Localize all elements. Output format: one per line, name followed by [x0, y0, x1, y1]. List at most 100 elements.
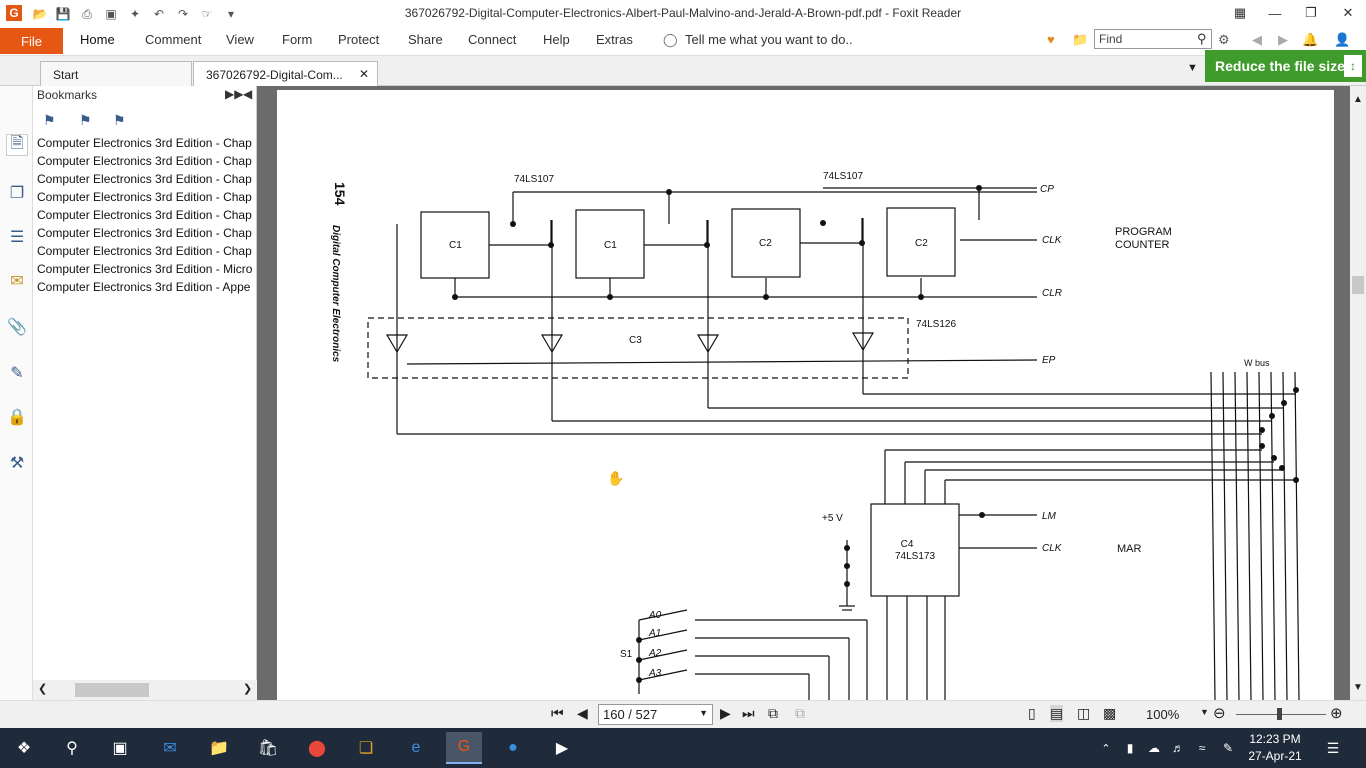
next-page-icon[interactable]: ▶	[720, 705, 731, 721]
close-tab-icon[interactable]: ✕	[358, 67, 369, 81]
find-input[interactable]: Find	[1094, 29, 1212, 49]
bookmark-item[interactable]: Computer Electronics 3rd Edition - Chap	[37, 208, 252, 222]
cloud-icon[interactable]: ☁	[1148, 741, 1160, 755]
bookmarks-hscrollbar[interactable]: ❮ ❯	[33, 680, 257, 700]
tabs-dropdown-icon[interactable]: ▼	[1187, 62, 1198, 74]
file-explorer-icon[interactable]: 📁	[209, 740, 229, 757]
close-window-button[interactable]: ✕	[1342, 5, 1354, 20]
store-icon[interactable]: 🛍	[257, 740, 279, 757]
hand-tool-icon[interactable]: ☞	[201, 7, 213, 21]
zoom-level[interactable]: 100%	[1146, 707, 1180, 722]
mail-icon[interactable]: ✉	[163, 740, 177, 757]
zoom-dropdown-icon[interactable]: ▼	[1200, 707, 1209, 717]
tell-me-search[interactable]: Tell me what you want to do..	[685, 32, 853, 47]
continuous-facing-icon[interactable]: ▩	[1103, 705, 1117, 721]
scroll-left-icon[interactable]: ❮	[38, 683, 48, 695]
bookmark-item[interactable]: Computer Electronics 3rd Edition - Chap	[37, 226, 252, 240]
facing-page-icon[interactable]: ◫	[1077, 705, 1091, 721]
user-icon[interactable]: 👤	[1334, 32, 1351, 47]
hscroll-thumb[interactable]	[75, 683, 149, 697]
tab-comment[interactable]: Comment	[145, 32, 202, 47]
chrome-icon[interactable]: ⬤	[308, 740, 326, 757]
folder-search-icon[interactable]: 📁	[1072, 32, 1089, 47]
tab-view[interactable]: View	[226, 32, 254, 47]
scroll-down-icon[interactable]: ▼	[1353, 682, 1363, 693]
zoom-in-icon[interactable]: ⊕	[1330, 705, 1343, 722]
security-lock-icon[interactable]: 🔒	[7, 409, 27, 426]
tab-share[interactable]: Share	[408, 32, 443, 47]
volume-icon[interactable]: ♬	[1172, 741, 1184, 755]
bookmark-item[interactable]: Computer Electronics 3rd Edition - Chap	[37, 154, 252, 168]
delete-bookmark-icon[interactable]: ⚑	[43, 112, 56, 128]
customize-arrow-icon[interactable]: ▾	[227, 7, 235, 21]
heart-icon[interactable]: ♥	[1047, 32, 1055, 47]
save-icon[interactable]: 💾	[55, 7, 71, 21]
pen-icon[interactable]: ✎	[1222, 741, 1234, 755]
foxit-taskbar-icon[interactable]: G	[446, 732, 482, 764]
collapse-panel-icon[interactable]: ◀	[243, 87, 253, 101]
minimize-button[interactable]: —	[1268, 5, 1282, 21]
add-bookmark-icon[interactable]: ⚑	[79, 112, 92, 128]
redo-icon[interactable]: ↷	[177, 7, 189, 21]
task-view-icon[interactable]: ▣	[112, 740, 128, 757]
prev-page-icon[interactable]: ◀	[577, 705, 588, 721]
search-icon[interactable]: ⚲	[1197, 31, 1207, 46]
prev-view-icon[interactable]: ◀	[1252, 32, 1262, 47]
page-number-input[interactable]: 160 / 527 ▼	[598, 704, 713, 725]
wifi-icon[interactable]: ≈	[1198, 741, 1206, 755]
bookmark-item[interactable]: Computer Electronics 3rd Edition - Chap	[37, 244, 252, 258]
tab-form[interactable]: Form	[282, 32, 313, 47]
signatures-icon[interactable]: ✎	[10, 365, 24, 382]
next-view-icon[interactable]: ▶	[1278, 32, 1288, 47]
new-icon[interactable]: ✦	[129, 7, 141, 21]
tab-extras[interactable]: Extras	[596, 32, 633, 47]
clock[interactable]: 12:23 PM 27-Apr-21	[1246, 731, 1304, 765]
zoom-app-icon[interactable]: ●	[508, 739, 518, 756]
comments-icon[interactable]: ✉	[10, 273, 24, 290]
zoom-out-icon[interactable]: ⊖	[1213, 705, 1226, 722]
undo-icon[interactable]: ↶	[153, 7, 165, 21]
gear-icon[interactable]: ⚙	[1218, 32, 1230, 47]
first-page-icon[interactable]: ⏮	[551, 705, 564, 721]
tray-chevron-icon[interactable]: ⌃	[1101, 742, 1111, 755]
zoom-slider-thumb[interactable]	[1277, 708, 1282, 720]
attachments-icon[interactable]: 📎	[7, 319, 27, 336]
battery-icon[interactable]: ▮	[1126, 741, 1134, 755]
restore-ribbon-icon[interactable]: ▦	[1233, 5, 1247, 20]
single-page-icon[interactable]: ▯	[1028, 705, 1036, 721]
bookmark-item[interactable]: Computer Electronics 3rd Edition - Chap	[37, 172, 252, 186]
next-view-status-icon[interactable]: ⧉	[795, 705, 805, 721]
last-page-icon[interactable]: ⏭	[742, 705, 755, 721]
bookmark-item[interactable]: Computer Electronics 3rd Edition - Micro	[37, 262, 253, 276]
file-tab[interactable]: File	[0, 28, 63, 54]
tab-protect[interactable]: Protect	[338, 32, 380, 47]
tab-help[interactable]: Help	[543, 32, 570, 47]
document-viewer[interactable]: 154 Digital Computer Electronics 74LS107…	[257, 86, 1350, 700]
media-player-icon[interactable]: ▶	[555, 740, 569, 757]
page-dropdown-icon[interactable]: ▼	[699, 708, 708, 718]
tab-document[interactable]: 367026792-Digital-Com... ✕	[193, 61, 378, 86]
scroll-up-icon[interactable]: ▲	[1353, 94, 1363, 105]
reduce-file-size-banner[interactable]: Reduce the file size ↕	[1205, 50, 1366, 82]
bookmarks-icon[interactable]: 🗎	[6, 134, 28, 156]
tab-start[interactable]: Start	[40, 61, 192, 86]
bookmark-item[interactable]: Computer Electronics 3rd Edition - Chap	[37, 136, 252, 150]
bell-icon[interactable]: 🔔	[1302, 32, 1319, 47]
expand-panel-icon[interactable]: ▶▶	[225, 87, 244, 101]
notifications-icon[interactable]: ☰	[1326, 739, 1340, 756]
print-icon[interactable]: ⎙	[82, 6, 92, 21]
tab-home[interactable]: Home	[80, 32, 115, 47]
layers-icon[interactable]: ☰	[9, 229, 25, 246]
properties-icon[interactable]: ▣	[105, 7, 117, 21]
bookmark-item[interactable]: Computer Electronics 3rd Edition - Chap	[37, 190, 252, 204]
vscroll-thumb[interactable]	[1352, 276, 1364, 294]
search-taskbar-icon[interactable]: ⚲	[66, 740, 78, 757]
tab-connect[interactable]: Connect	[468, 32, 517, 47]
scroll-right-icon[interactable]: ❯	[243, 683, 253, 695]
continuous-page-icon[interactable]: ▤	[1050, 705, 1064, 722]
edge-icon[interactable]: e	[411, 739, 421, 756]
prev-view-status-icon[interactable]: ⧉	[768, 705, 778, 721]
maximize-button[interactable]: ❐	[1305, 5, 1317, 20]
slack-icon[interactable]: ❏	[358, 740, 374, 757]
windows-start-icon[interactable]: ❖	[16, 740, 32, 757]
